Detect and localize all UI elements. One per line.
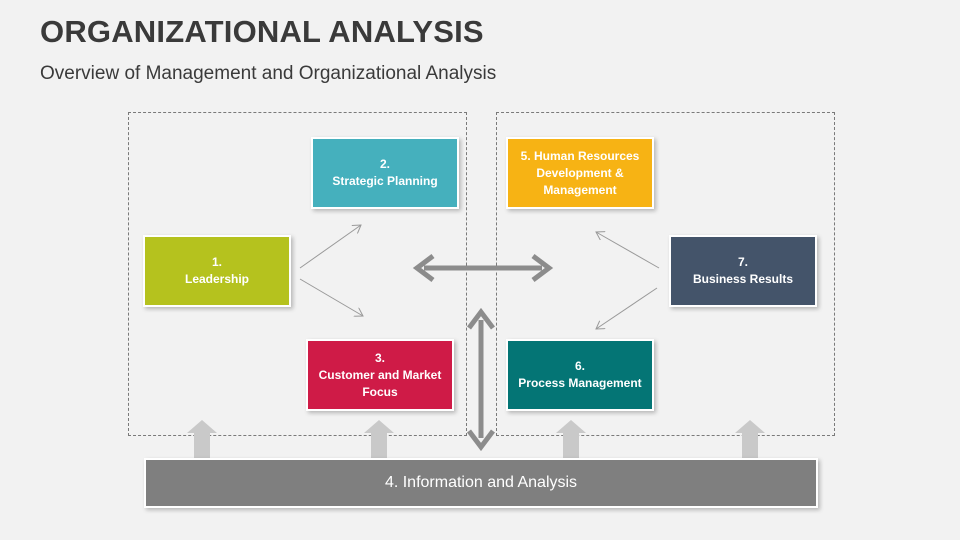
customer-focus-label-line1: Customer and Market (318, 367, 442, 382)
information-analysis-bar[interactable]: 4. Information and Analysis (144, 458, 818, 508)
page-subtitle: Overview of Management and Organizationa… (40, 63, 497, 84)
arrow-results-to-process (596, 287, 658, 329)
process-management-number: 6. (574, 359, 585, 373)
customer-focus-number: 3. (374, 350, 385, 365)
process-management-box[interactable]: 6. Process Management (506, 339, 654, 411)
customer-focus-box[interactable]: 3. Customer and Market Focus (306, 339, 454, 411)
leadership-number: 1. (211, 255, 222, 269)
leadership-box[interactable]: 1. Leadership (143, 235, 291, 307)
up-arrow-3 (556, 420, 586, 458)
business-results-box[interactable]: 7. Business Results (669, 235, 817, 307)
process-management-label: Process Management (518, 376, 642, 390)
hr-label-line3: Management (543, 182, 617, 197)
left-group-frame (128, 112, 467, 436)
business-results-label: Business Results (692, 272, 794, 286)
up-arrow-2 (364, 420, 394, 458)
page-title: ORGANIZATIONAL ANALYSIS (40, 14, 484, 49)
business-results-number: 7. (737, 255, 748, 269)
strategic-planning-label: Strategic Planning (332, 174, 438, 188)
leadership-label: Leadership (184, 272, 250, 286)
hr-label-line1: 5. Human Resources (520, 148, 640, 163)
information-analysis-label: 4. Information and Analysis (384, 474, 578, 491)
up-arrow-4 (735, 420, 765, 458)
arrow-results-to-hr (596, 232, 660, 269)
up-arrow-1 (187, 420, 217, 458)
customer-focus-label-line2: Focus (362, 384, 398, 399)
strategic-planning-number: 2. (379, 157, 390, 171)
hr-label-line2: Development & (536, 165, 624, 180)
strategic-planning-box[interactable]: 2. Strategic Planning (311, 137, 459, 209)
right-group-frame (496, 112, 835, 436)
arrow-leadership-to-strategic (299, 225, 361, 269)
vertical-double-arrow (467, 307, 495, 452)
arrow-leadership-to-customer (299, 278, 363, 316)
horizontal-double-arrow (412, 254, 554, 282)
hr-box[interactable]: 5. Human Resources Development & Managem… (506, 137, 654, 209)
